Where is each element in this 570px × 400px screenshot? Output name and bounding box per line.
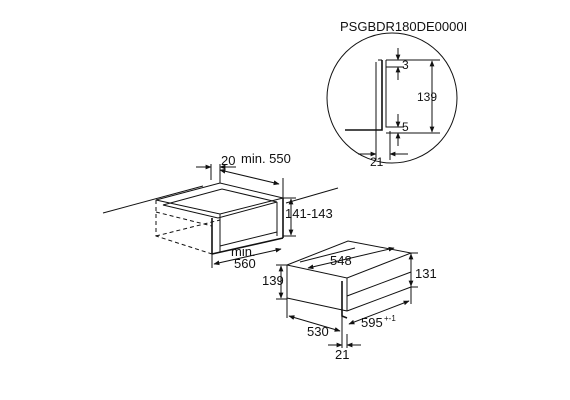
niche-dim-offset: 20 xyxy=(221,153,235,168)
niche-dim-min-depth: min. 550 xyxy=(241,151,291,166)
appliance-inner-width-arrow xyxy=(307,246,395,270)
cabinet-niche: 20 min. 550 141-143 min. 560 xyxy=(102,151,339,271)
appliance-dim-body-height: 131 xyxy=(415,266,437,281)
warming-drawer-appliance: 548 139 131 530 595 +-1 21 xyxy=(262,240,437,362)
niche-dim-min-width-prefix: min. xyxy=(231,244,256,259)
detail-dim-bottom-gap: 5 xyxy=(402,120,409,134)
detail-view: 3 139 5 21 xyxy=(326,32,458,169)
detail-dim-depth: 21 xyxy=(370,155,384,169)
appliance-depth-arrow xyxy=(288,315,341,332)
detail-circle xyxy=(326,32,458,164)
niche-dim-min-width: 560 xyxy=(234,256,256,271)
appliance-dim-inner-width: 548 xyxy=(330,253,352,268)
detail-dim-top-gap: 3 xyxy=(402,58,409,72)
niche-width-arrow xyxy=(213,247,282,266)
model-code: PSGBDR180DE0000I xyxy=(340,19,467,34)
appliance-dim-front-thickness: 21 xyxy=(335,347,349,362)
appliance-dim-width: 595 xyxy=(361,315,383,330)
appliance-width-arrow xyxy=(348,300,410,325)
detail-dim-height: 139 xyxy=(417,90,437,104)
detail-panel-profile xyxy=(345,60,383,131)
niche-depth-arrow xyxy=(219,168,280,186)
niche-dim-height-range: 141-143 xyxy=(285,206,333,221)
appliance-dim-front-height: 139 xyxy=(262,273,284,288)
appliance-dim-width-tolerance: +-1 xyxy=(384,314,396,323)
appliance-dim-depth: 530 xyxy=(307,324,329,339)
